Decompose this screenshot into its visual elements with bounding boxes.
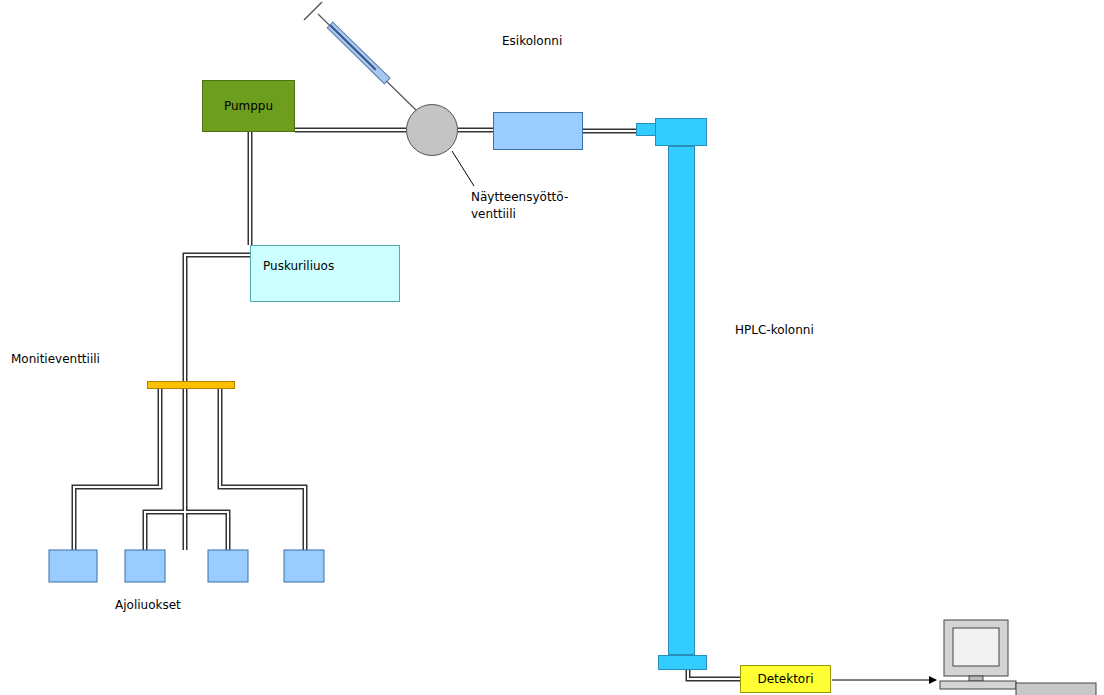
guard-column: Esikolonni bbox=[493, 112, 583, 150]
part-label: Esikolonni bbox=[502, 33, 562, 50]
detector-box: Detektori bbox=[740, 665, 831, 693]
column-part bbox=[637, 124, 656, 136]
syringe bbox=[304, 2, 418, 112]
tube-connector bbox=[583, 131, 636, 132]
column-part bbox=[659, 656, 707, 670]
tube-connector bbox=[250, 132, 251, 245]
box-label: Detektori bbox=[758, 671, 814, 687]
tube-connector bbox=[185, 255, 250, 381]
hplc-column: HPLC-kolonni bbox=[636, 118, 707, 670]
computer-icon bbox=[940, 620, 1096, 695]
solvents-label: Ajoliuokset bbox=[115, 598, 181, 612]
column-part bbox=[669, 147, 695, 655]
tube-connector bbox=[688, 670, 740, 679]
buffer-box: Puskuriliuos bbox=[250, 245, 400, 302]
injection-valve: Näytteensyöttö- venttiili bbox=[406, 104, 458, 156]
part-label: HPLC-kolonni bbox=[735, 322, 814, 339]
column-shape bbox=[636, 118, 707, 670]
leader-line bbox=[452, 151, 474, 186]
tube-connector bbox=[295, 130, 406, 131]
multiway-valve: Monitieventtiili bbox=[147, 381, 235, 389]
box-label: Pumppu bbox=[224, 98, 273, 114]
signal-arrow bbox=[832, 680, 936, 681]
solvent-bottles bbox=[49, 550, 324, 582]
tube-connector bbox=[458, 130, 493, 131]
pump-box: Pumppu bbox=[202, 80, 295, 132]
part-label: Näytteensyöttö- venttiili bbox=[471, 189, 568, 224]
column-part bbox=[656, 119, 707, 146]
box-label: Puskuriliuos bbox=[263, 258, 334, 274]
solvent-lines bbox=[74, 389, 305, 550]
part-label: Monitieventtiili bbox=[11, 351, 100, 368]
